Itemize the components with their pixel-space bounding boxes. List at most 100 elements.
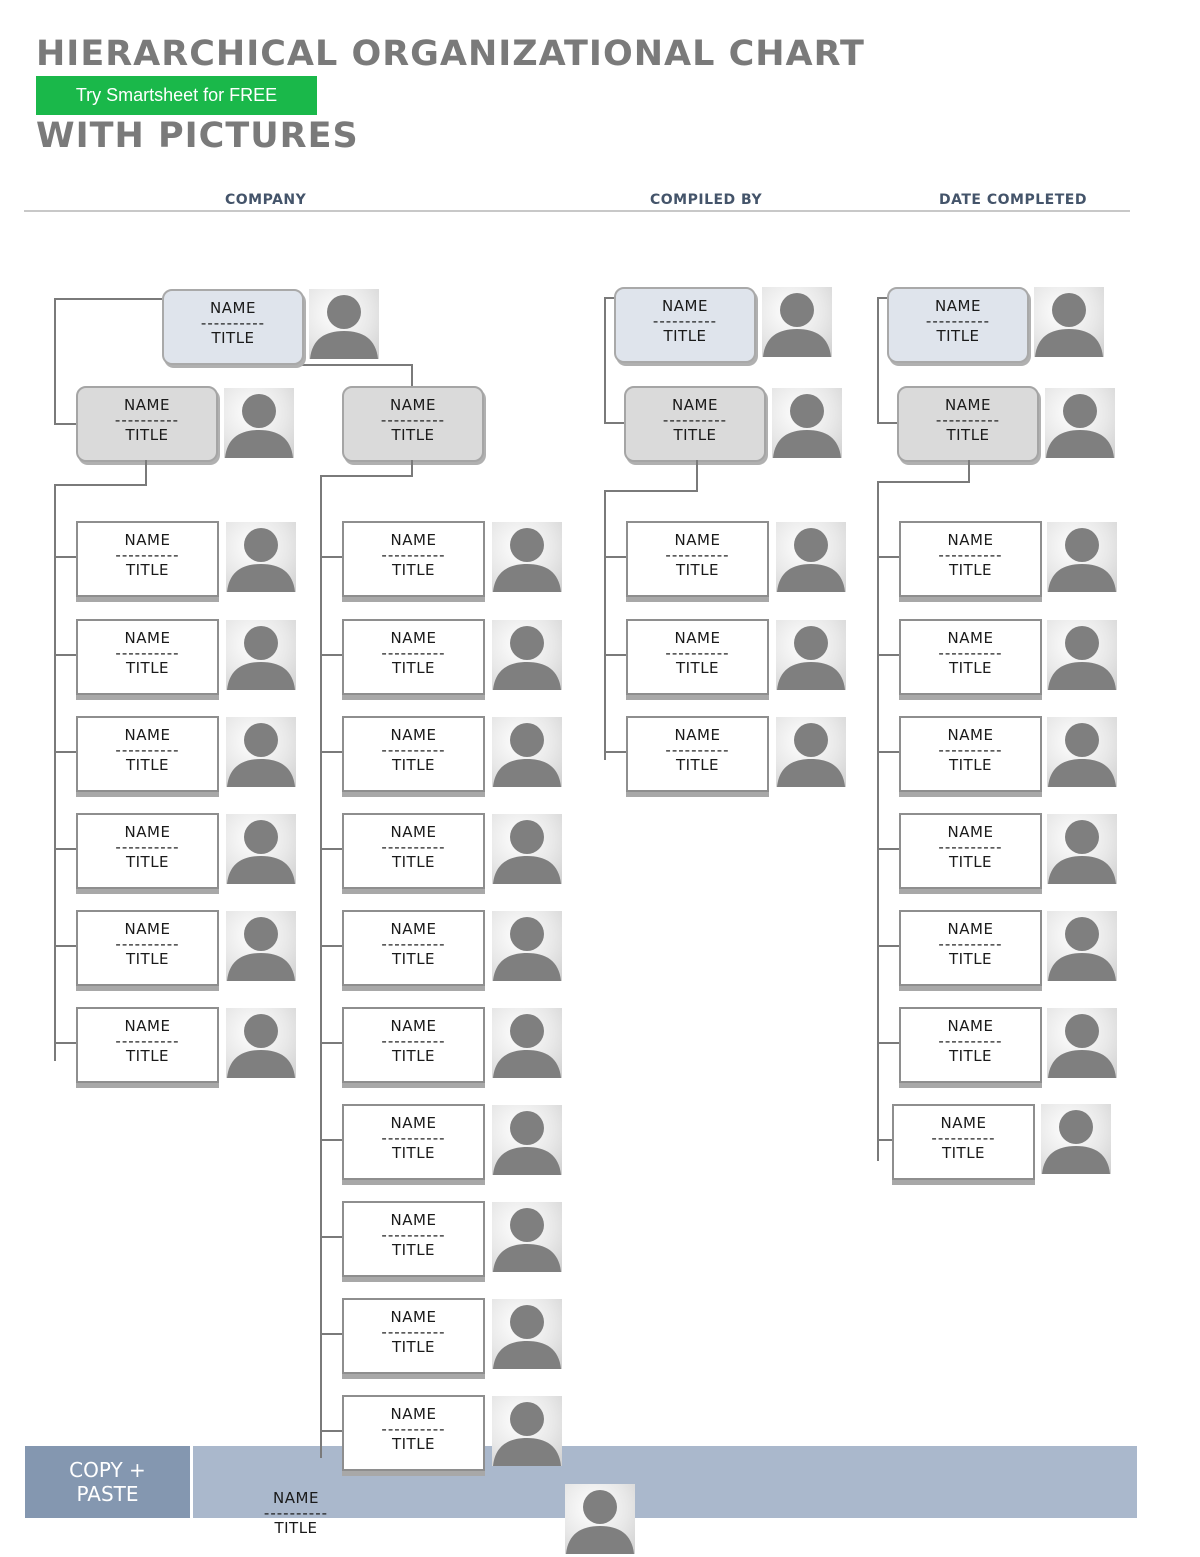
template-card[interactable]: NAME----------TITLE — [226, 1481, 366, 1557]
profile-photo[interactable] — [492, 911, 562, 981]
person-silhouette-icon — [566, 1490, 634, 1554]
employee-card[interactable]: NAME----------TITLE — [76, 813, 219, 889]
profile-photo[interactable] — [772, 388, 842, 458]
title-text: TITLE — [948, 950, 993, 968]
person-silhouette-icon — [493, 723, 561, 787]
profile-photo[interactable] — [226, 911, 296, 981]
profile-photo[interactable] — [565, 1484, 635, 1554]
title-text: TITLE — [391, 1047, 436, 1065]
profile-photo[interactable] — [226, 522, 296, 592]
connector-line — [877, 556, 899, 558]
employee-card[interactable]: NAME----------TITLE — [342, 1104, 485, 1180]
name-text: NAME — [124, 629, 171, 647]
divider-text: ---------- — [938, 644, 1003, 662]
employee-card[interactable]: NAME----------TITLE — [892, 1104, 1035, 1180]
employee-card[interactable]: NAME----------TITLE — [342, 1201, 485, 1277]
employee-card[interactable]: NAME----------TITLE — [342, 716, 485, 792]
divider-text: ---------- — [925, 312, 991, 330]
person-silhouette-icon — [493, 917, 561, 981]
profile-photo[interactable] — [492, 717, 562, 787]
divider-text: ---------- — [381, 741, 446, 759]
divider-text: ---------- — [263, 1504, 329, 1522]
profile-photo[interactable] — [226, 620, 296, 690]
profile-photo[interactable] — [1047, 1008, 1117, 1078]
employee-card[interactable]: NAME----------TITLE — [342, 910, 485, 986]
profile-photo[interactable] — [1034, 287, 1104, 357]
employee-card[interactable]: NAME----------TITLE — [899, 910, 1042, 986]
profile-photo[interactable] — [492, 1008, 562, 1078]
employee-card[interactable]: NAME----------TITLE — [342, 619, 485, 695]
name-text: NAME — [390, 1308, 437, 1326]
divider-text: ---------- — [115, 935, 180, 953]
employee-card[interactable]: NAME----------TITLE — [342, 813, 485, 889]
employee-card[interactable]: NAME----------TITLE — [626, 619, 769, 695]
profile-photo[interactable] — [1047, 814, 1117, 884]
profile-photo[interactable] — [762, 287, 832, 357]
connector-line — [54, 945, 76, 947]
divider-text: ---------- — [381, 644, 446, 662]
employee-card[interactable]: NAME----------TITLE — [626, 521, 769, 597]
employee-card[interactable]: NAME----------TITLE — [76, 521, 219, 597]
employee-card[interactable]: NAME----------TITLE — [626, 716, 769, 792]
employee-card[interactable]: NAME----------TITLE — [899, 1007, 1042, 1083]
profile-photo[interactable] — [226, 814, 296, 884]
divider-text: ---------- — [381, 935, 446, 953]
employee-card[interactable]: NAME----------TITLE — [899, 521, 1042, 597]
person-silhouette-icon — [1048, 626, 1116, 690]
profile-photo[interactable] — [226, 1008, 296, 1078]
employee-card[interactable]: NAME----------TITLE — [899, 813, 1042, 889]
profile-photo[interactable] — [224, 388, 294, 458]
try-smartsheet-button[interactable]: Try Smartsheet for FREE — [36, 76, 317, 115]
person-silhouette-icon — [493, 1014, 561, 1078]
person-silhouette-icon — [493, 626, 561, 690]
employee-card[interactable]: NAME----------TITLE — [76, 716, 219, 792]
executive-card[interactable]: NAME----------TITLE — [162, 289, 304, 365]
manager-card[interactable]: NAME----------TITLE — [76, 386, 218, 462]
profile-photo[interactable] — [492, 814, 562, 884]
executive-card[interactable]: NAME----------TITLE — [887, 287, 1029, 363]
employee-card[interactable]: NAME----------TITLE — [342, 1395, 485, 1471]
profile-photo[interactable] — [309, 289, 379, 359]
manager-card[interactable]: NAME----------TITLE — [624, 386, 766, 462]
divider-text: ---------- — [381, 1323, 446, 1341]
employee-card[interactable]: NAME----------TITLE — [76, 619, 219, 695]
profile-photo[interactable] — [492, 522, 562, 592]
title-text: TITLE — [125, 659, 170, 677]
profile-photo[interactable] — [492, 1396, 562, 1466]
employee-card[interactable]: NAME----------TITLE — [899, 619, 1042, 695]
divider-text: ---------- — [938, 1032, 1003, 1050]
title-text: TITLE — [391, 1435, 436, 1453]
profile-photo[interactable] — [776, 717, 846, 787]
profile-photo[interactable] — [1047, 522, 1117, 592]
profile-photo[interactable] — [492, 1299, 562, 1369]
executive-card[interactable]: NAME----------TITLE — [614, 287, 756, 363]
profile-photo[interactable] — [492, 1202, 562, 1272]
profile-photo[interactable] — [1047, 911, 1117, 981]
divider-text: ---------- — [200, 314, 266, 332]
profile-photo[interactable] — [1045, 388, 1115, 458]
divider-text: ---------- — [665, 546, 730, 564]
employee-card[interactable]: NAME----------TITLE — [899, 716, 1042, 792]
connector-line — [54, 423, 78, 425]
employee-card[interactable]: NAME----------TITLE — [76, 910, 219, 986]
employee-card[interactable]: NAME----------TITLE — [342, 521, 485, 597]
profile-photo[interactable] — [1041, 1104, 1111, 1174]
person-silhouette-icon — [493, 1111, 561, 1175]
profile-photo[interactable] — [492, 1105, 562, 1175]
manager-card[interactable]: NAME----------TITLE — [342, 386, 484, 462]
profile-photo[interactable] — [492, 620, 562, 690]
profile-photo[interactable] — [776, 620, 846, 690]
profile-photo[interactable] — [1047, 620, 1117, 690]
employee-card[interactable]: NAME----------TITLE — [76, 1007, 219, 1083]
divider-text: ---------- — [381, 838, 446, 856]
connector-line — [877, 1139, 892, 1141]
manager-card[interactable]: NAME----------TITLE — [897, 386, 1039, 462]
profile-photo[interactable] — [776, 522, 846, 592]
employee-card[interactable]: NAME----------TITLE — [342, 1298, 485, 1374]
employee-card[interactable]: NAME----------TITLE — [342, 1007, 485, 1083]
profile-photo[interactable] — [1047, 717, 1117, 787]
profile-photo[interactable] — [226, 717, 296, 787]
divider-text: ---------- — [380, 411, 446, 429]
person-silhouette-icon — [227, 626, 295, 690]
connector-line — [54, 484, 147, 486]
